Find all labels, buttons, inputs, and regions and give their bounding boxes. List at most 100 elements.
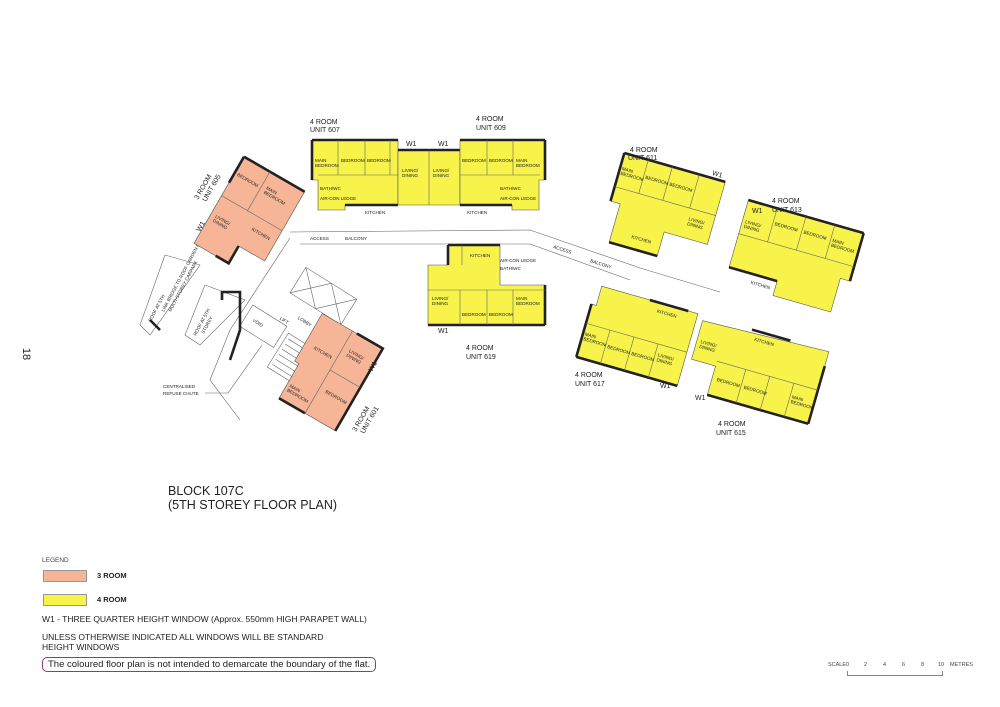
legend-swatch-3-room <box>43 570 87 582</box>
plan-label: DINING <box>432 301 449 306</box>
unit-613: LIVING/ DINING BEDROOM BEDROOM MAIN BEDR… <box>728 198 865 313</box>
windows-note-1: UNLESS OTHERWISE INDICATED ALL WINDOWS W… <box>42 632 324 642</box>
plan-label: W1 <box>406 141 417 148</box>
plan-label: UNIT 619 <box>466 354 496 361</box>
plan-label: W1 <box>368 360 379 373</box>
plan-label: UNIT 615 <box>716 430 746 437</box>
plan-label: CENTRALISED <box>163 384 196 389</box>
legend-label-4-room: 4 ROOM <box>97 595 127 604</box>
plan-label: DINING <box>687 221 704 230</box>
unit-617: MAIN BEDROOM BEDROOM BEDROOM LIVING/ DIN… <box>575 285 699 388</box>
plan-label: BATH/WC <box>320 186 342 191</box>
plan-label: BEDROOM <box>462 158 486 163</box>
scale-tick: 2 <box>864 662 868 668</box>
plan-label: REFUSE CHUTE <box>163 391 199 396</box>
scale-unit: METRES <box>950 662 973 668</box>
plan-label: LIFT <box>279 316 290 325</box>
plan-label: LIVING/ <box>657 352 675 362</box>
disclaimer-box: The coloured floor plan is not intended … <box>42 657 377 672</box>
scale-label: SCALE <box>828 662 847 668</box>
plan-label: MAIN <box>315 158 326 163</box>
plan-label: VOID <box>252 318 265 329</box>
w1-note: W1 - THREE QUARTER HEIGHT WINDOW (Approx… <box>42 614 367 624</box>
unit-605: BEDROOM MAIN BEDROOM LIVING/ DINING KITC… <box>193 155 306 266</box>
plan-label: BEDROOM <box>645 175 669 186</box>
balcony-label: BALCONY <box>345 236 367 241</box>
plan-label: UNIT 611 <box>628 155 657 162</box>
unit-601: LIVING/ DINING BEDROOM MAIN BEDROOM KITC… <box>278 313 385 432</box>
legend-heading: LEGEND <box>42 557 69 564</box>
plan-label: LIVING/ <box>745 219 763 229</box>
plan-label: BEDROOM <box>489 158 513 163</box>
access-label: ACCESS <box>310 236 329 241</box>
unit-615: LIVING/ DINING BEDROOM BEDROOM MAIN BEDR… <box>691 320 830 426</box>
plan-label: LOBBY <box>297 315 313 327</box>
plan-label: BEDROOM <box>367 158 391 163</box>
plan-label: BATH/WC <box>500 266 522 271</box>
plan-label: DINING <box>743 224 760 233</box>
scale-tick: 0 <box>846 662 850 668</box>
plan-label: LIVING/ <box>700 339 718 349</box>
plan-label: LIVING/ <box>432 296 449 301</box>
plan-label: MAIN <box>832 238 844 246</box>
plan-label: BEDROOM <box>716 377 740 388</box>
plan-label: MAIN <box>584 332 596 340</box>
plan-label: KITCHEN <box>365 210 385 215</box>
plan-label: DINING <box>402 173 419 178</box>
plan-label: W1 <box>660 383 671 390</box>
plan-label: KITCHEN <box>754 337 775 347</box>
plan-label: BATH/WC <box>500 186 522 191</box>
plan-label: MAIN <box>289 383 301 393</box>
block-title-line2: (5TH STOREY FLOOR PLAN) <box>168 498 338 512</box>
plan-label: BEDROOM <box>516 301 540 306</box>
plan-label: 4 ROOM <box>772 198 800 205</box>
plan-label: BEDROOM <box>462 312 486 317</box>
plan-label: BEDROOM <box>516 163 540 168</box>
plan-label: W1 <box>438 141 449 148</box>
living-607-609: LIVING/ DINING LIVING/ DINING W1 W1 <box>397 141 461 206</box>
plan-label: BEDROOM <box>607 344 631 355</box>
plan-label: BEDROOM <box>669 182 693 193</box>
plan-label: W1 <box>196 220 207 233</box>
plan-label: AIR-CON LEDGE <box>320 196 356 201</box>
plan-label: BEDROOM <box>489 312 513 317</box>
plan-label: BEDROOM <box>631 351 655 362</box>
legend-swatch-4-room <box>43 594 87 606</box>
plan-label: 4 ROOM <box>466 345 494 352</box>
plan-label: 4 ROOM <box>476 116 504 123</box>
plan-label: BEDROOM <box>790 399 814 410</box>
plan-label: KITCHEN <box>750 280 771 290</box>
plan-label: W1 <box>438 328 449 335</box>
plan-label: AIR-CON LEDGE <box>500 196 536 201</box>
scale-tick: 6 <box>902 662 906 668</box>
plan-label: MAIN <box>265 185 277 195</box>
scale-tick: 4 <box>883 662 887 668</box>
plan-label: KITCHEN <box>656 309 677 319</box>
plan-label: W1 <box>711 170 723 180</box>
plan-label: BEDROOM <box>774 221 798 232</box>
unit-609: BEDROOM BEDROOM MAIN BEDROOM KITCHEN BAT… <box>459 116 547 215</box>
plan-label: 4 ROOM <box>630 147 658 154</box>
plan-label: DINING <box>433 173 450 178</box>
block-title-line1: BLOCK 107C <box>168 484 244 498</box>
plan-label: DINING <box>699 344 716 353</box>
roof-areas: ROOF AT 5TH LINK BRIDGE TO ROOF GARDEN O… <box>139 240 263 396</box>
plan-label: BEDROOM <box>803 230 827 241</box>
plan-label: LIVING/ <box>688 216 706 226</box>
plan-label: BEDROOM <box>341 158 365 163</box>
plan-label: 4 ROOM <box>575 372 603 379</box>
plan-label: BEDROOM <box>743 385 767 396</box>
plan-label: UNIT 617 <box>575 381 605 388</box>
plan-label: 4 ROOM <box>718 421 746 428</box>
plan-label: UNIT 609 <box>476 125 506 132</box>
plan-label: MAIN <box>516 158 527 163</box>
plan-label: KITCHEN <box>470 253 490 258</box>
unit-619: KITCHEN BATH/WC AIR-CON LEDGE LIVING/ DI… <box>427 243 547 361</box>
plan-label: MAIN <box>621 166 633 174</box>
scale-bar: SCALE 0 2 4 6 8 10 METRES <box>828 662 973 676</box>
scale-tick: 10 <box>938 662 945 668</box>
plan-label: MAIN <box>516 296 527 301</box>
plan-label: AIR-CON LEDGE <box>500 258 536 263</box>
plan-label: BALCONY <box>590 258 612 270</box>
